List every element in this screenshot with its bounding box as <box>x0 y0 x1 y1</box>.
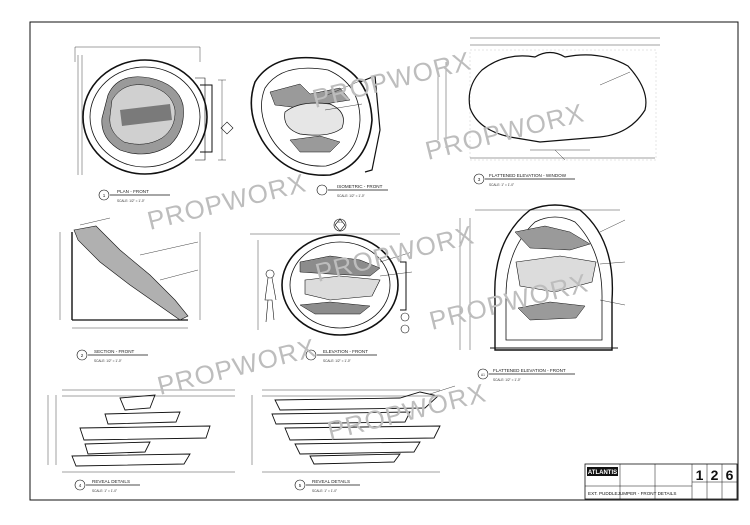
watermark-text: PROPWORX <box>422 97 587 165</box>
reveal1-number: 4 <box>79 483 82 488</box>
flattened-front-number: A1 <box>481 373 485 377</box>
flattened-front-scale: SCALE: 1/2" = 1'-0" <box>493 378 521 382</box>
reveal2-scale: SCALE: 1" = 1'-0" <box>312 489 337 493</box>
reveal-details-2-drawing <box>251 385 456 473</box>
section-view-number: 2 <box>81 353 84 358</box>
sheet-digit-2: 2 <box>711 467 719 483</box>
elevation-front-title: ELEVATION - FRONT SCALE: 1/2" = 1'-0" <box>305 349 377 363</box>
flattened-window-number: 3 <box>478 177 481 182</box>
reveal2-number: 5 <box>299 483 302 488</box>
flattened-window-title-text: FLATTENED ELEVATION - WINDOW <box>489 173 567 178</box>
flattened-window-drawing <box>437 37 660 161</box>
reveal1-scale: SCALE: 1" = 1'-0" <box>92 489 117 493</box>
elevation-view-number-bubble <box>305 349 317 361</box>
reveal1-number-bubble <box>74 479 86 491</box>
plan-view-number-bubble <box>98 189 110 201</box>
sheet-border <box>29 21 739 501</box>
reveal-details-1-drawing <box>47 389 235 473</box>
reveal-details-2-title: 5 REVEAL DETAILS SCALE: 1" = 1'-0" <box>294 479 360 493</box>
flattened-front-number-bubble <box>477 368 489 380</box>
flattened-front-title: A1 FLATTENED ELEVATION - FRONT SCALE: 1/… <box>477 368 575 382</box>
sheet-digit-3: 6 <box>726 467 734 483</box>
flattened-window-title: 3 FLATTENED ELEVATION - WINDOW SCALE: 1"… <box>473 173 575 187</box>
section-view-title: SECTION - FRONT <box>94 349 135 354</box>
plan-view-title: PLAN - FRONT <box>117 189 149 194</box>
sheet-digit-1: 1 <box>696 467 704 483</box>
section-view-scale: SCALE: 1/2" = 1'-0" <box>94 359 122 363</box>
plan-view-scale: SCALE: 1/2" = 1'-0" <box>117 199 145 203</box>
isometric-view-title: ISOMETRIC - FRONT <box>337 184 383 189</box>
flattened-front-drawing <box>459 204 626 351</box>
reveal2-number-bubble <box>294 479 306 491</box>
reveal2-title: REVEAL DETAILS <box>312 479 350 484</box>
section-front-drawing <box>59 217 201 329</box>
title-block: ATLANTIS 1 2 6 EXT. PUDDLEJUMPER - FRONT… <box>584 463 738 500</box>
watermark-text: PROPWORX <box>312 219 477 287</box>
watermark-text: PROPWORX <box>154 332 319 400</box>
plan-front-drawing <box>74 46 234 175</box>
plan-front-title: 1 PLAN - FRONT SCALE: 1/2" = 1'-0" <box>98 189 170 203</box>
isometric-view-scale: SCALE: 1/2" = 1'-0" <box>337 194 365 198</box>
elevation-view-title: ELEVATION - FRONT <box>323 349 368 354</box>
reveal1-title: REVEAL DETAILS <box>92 479 130 484</box>
watermark-text: PROPWORX <box>324 377 489 445</box>
elevation-marker-label: 3.2 <box>338 220 343 224</box>
watermark-text: PROPWORX <box>426 267 591 335</box>
section-front-title: 2 SECTION - FRONT SCALE: 1/2" = 1'-0" <box>76 349 148 363</box>
plan-view-number: 1 <box>103 193 106 198</box>
isometric-front-title: ISOMETRIC - FRONT SCALE: 1/2" = 1'-0" <box>316 184 388 198</box>
reveal-details-1-title: 4 REVEAL DETAILS SCALE: 1" = 1'-0" <box>74 479 140 493</box>
elevation-front-drawing <box>250 218 413 336</box>
watermarks: PROPWORX PROPWORX PROPWORX PROPWORX PROP… <box>144 45 591 445</box>
isometric-front-drawing <box>250 56 381 176</box>
watermark-text: PROPWORX <box>144 167 309 235</box>
flattened-window-scale: SCALE: 1" = 1'-0" <box>489 183 514 187</box>
flattened-front-title-text: FLATTENED ELEVATION - FRONT <box>493 368 566 373</box>
title-block-drawing-title: EXT. PUDDLEJUMPER - FRONT DETAILS <box>588 491 676 496</box>
elevation-view-scale: SCALE: 1/2" = 1'-0" <box>323 359 351 363</box>
title-block-logo: ATLANTIS <box>588 470 617 476</box>
section-view-number-bubble <box>76 349 88 361</box>
watermark-text: PROPWORX <box>309 45 474 113</box>
isometric-view-number-bubble <box>316 184 328 196</box>
flattened-window-number-bubble <box>473 173 485 185</box>
elevation-marker-diamond <box>334 218 346 232</box>
